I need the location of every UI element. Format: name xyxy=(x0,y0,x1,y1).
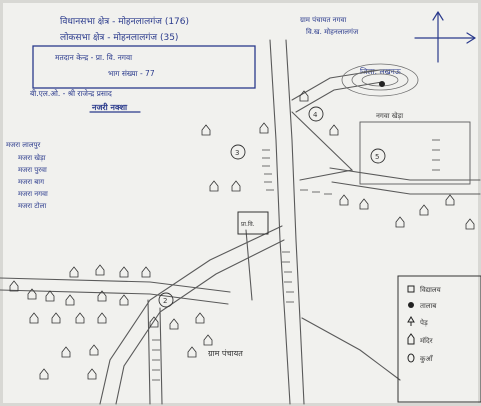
school-label: प्रा.वि. xyxy=(241,220,255,228)
legend-label: विद्यालय xyxy=(420,285,442,294)
house-symbols xyxy=(9,90,475,380)
legend-label: तालाब xyxy=(420,302,437,310)
polling-info-box xyxy=(32,45,256,89)
block-label-top-right: वि.ख. मोहनलालगंज xyxy=(306,27,359,36)
north-arrow-icon xyxy=(414,11,476,63)
constituency-line-2: लोकसभा क्षेत्र - मोहनलालगंज (35) xyxy=(60,31,178,43)
well-icon xyxy=(407,353,415,363)
pond-area xyxy=(341,63,419,97)
list-item: मजरा लालपुर xyxy=(6,141,41,149)
legend-label: मंदिर xyxy=(420,336,433,345)
temple-icon xyxy=(407,333,415,345)
legend: विद्यालय तालाब पेड़ मंदिर कुआँ xyxy=(397,275,481,403)
list-item: मजरा नगवा xyxy=(18,190,48,198)
list-item: मजरा बाग xyxy=(18,178,45,186)
svg-text:5: 5 xyxy=(375,153,379,161)
markers: 4 3 2 xyxy=(158,106,324,308)
list-item: मजरा टोला xyxy=(18,201,46,210)
svg-text:3: 3 xyxy=(235,149,239,157)
gram-panchayat-label: ग्राम पंचायत xyxy=(208,349,243,358)
list-item: मजरा पुरवा xyxy=(18,166,47,174)
right-hamlet: नगवा खेड़ा 5 xyxy=(359,111,471,185)
svg-text:4: 4 xyxy=(313,111,318,119)
square-icon xyxy=(407,285,415,293)
school-building: प्रा.वि. xyxy=(237,211,269,235)
road-hatching xyxy=(152,139,440,381)
svg-text:2: 2 xyxy=(163,297,167,305)
legend-box xyxy=(397,275,481,403)
dot-icon xyxy=(408,302,414,308)
list-item: मजरा खेड़ा xyxy=(18,153,46,162)
district-label: जिला: लखनऊ xyxy=(360,67,401,76)
part-number-label: भाग संख्या - 77 xyxy=(108,69,155,78)
tree-icon xyxy=(407,316,415,326)
polling-station-label: मतदान केन्द्र - प्रा. वि. नगवा xyxy=(55,53,133,62)
village-label-top-right: ग्राम पंचायत नगवा xyxy=(300,16,346,24)
blo-label: बी.एल.ओ. - श्री राजेन्द्र प्रसाद xyxy=(30,89,113,98)
pond-dot-icon xyxy=(379,81,385,87)
right-hamlet-label: नगवा खेड़ा xyxy=(376,111,403,120)
hamlet-list: मजरा लालपुर मजरा खेड़ा मजरा पुरवा मजरा ब… xyxy=(6,141,48,210)
legend-label: पेड़ xyxy=(420,318,428,327)
map-caption: नजरी नक्शा xyxy=(91,102,128,112)
legend-label: कुआँ xyxy=(420,354,434,363)
constituency-line-1: विधानसभा क्षेत्र - मोहनलालगंज (176) xyxy=(60,15,189,27)
